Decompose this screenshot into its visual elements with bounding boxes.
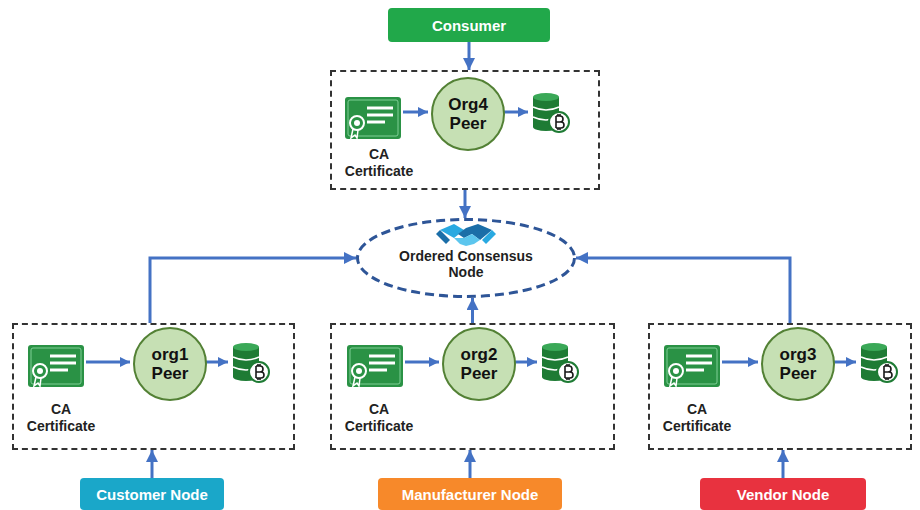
org-group: CA Certificate org2 Peer [330,323,615,450]
handshake-icon [436,224,496,246]
certificate-label: CA Certificate [334,401,424,435]
node-label: org1 Peer [140,345,200,383]
ledger-icon [861,343,897,382]
node-label: Vendor Node [737,486,830,503]
node-label: org2 Peer [449,345,509,383]
node-label: Manufacturer Node [402,486,539,503]
flow-connector [576,258,790,323]
ledger-icon [233,343,269,382]
flow-arrow [504,111,528,114]
flow-connector [468,42,471,70]
certificate-label: CA Certificate [652,401,742,435]
org-group: CA Certificate Org4 Peer [330,70,600,190]
flow-connector [469,450,472,478]
ledger-icon [533,93,569,132]
peer-circle: org3 Peer [761,327,835,401]
peer-circle: org1 Peer [133,327,207,401]
certificate-label: CA Certificate [16,401,106,435]
role-label: Customer Node [80,478,224,510]
certificate-label: CA Certificate [334,146,424,180]
node-label: Customer Node [96,486,208,503]
org-group: CA Certificate org1 Peer [12,323,295,450]
flow-connector [464,190,467,218]
role-label: Consumer [388,8,550,42]
certificate-icon [347,345,403,387]
node-label: Consumer [432,17,506,34]
flow-arrow [405,361,439,364]
flow-connector [471,298,474,323]
flow-connector [151,450,154,478]
org4-icons [345,93,569,139]
certificate-icon [664,345,720,387]
certificate-icon [345,97,401,139]
flow-arrow [86,361,130,364]
flow-arrow [403,111,428,114]
org2-icons [347,343,578,387]
flow-arrow [206,361,228,364]
flow-arrow [834,361,856,364]
flow-connector [782,450,785,478]
role-label: Vendor Node [700,478,866,510]
node-label: org3 Peer [768,345,828,383]
flow-connector [150,258,356,323]
peer-circle: org2 Peer [442,327,516,401]
peer-circle: Org4 Peer [431,77,505,151]
node-label: Ordered Consensus Node [391,248,541,280]
role-label: Manufacturer Node [378,478,562,510]
flow-arrow [722,361,758,364]
ledger-icon [542,343,578,382]
flow-arrow [515,361,537,364]
consensus-ellipse: Ordered Consensus Node [356,218,576,298]
org3-icons [664,343,897,387]
node-label: Org4 Peer [438,95,498,133]
org-group: CA Certificate org3 Peer [648,323,912,450]
certificate-icon [28,345,84,387]
